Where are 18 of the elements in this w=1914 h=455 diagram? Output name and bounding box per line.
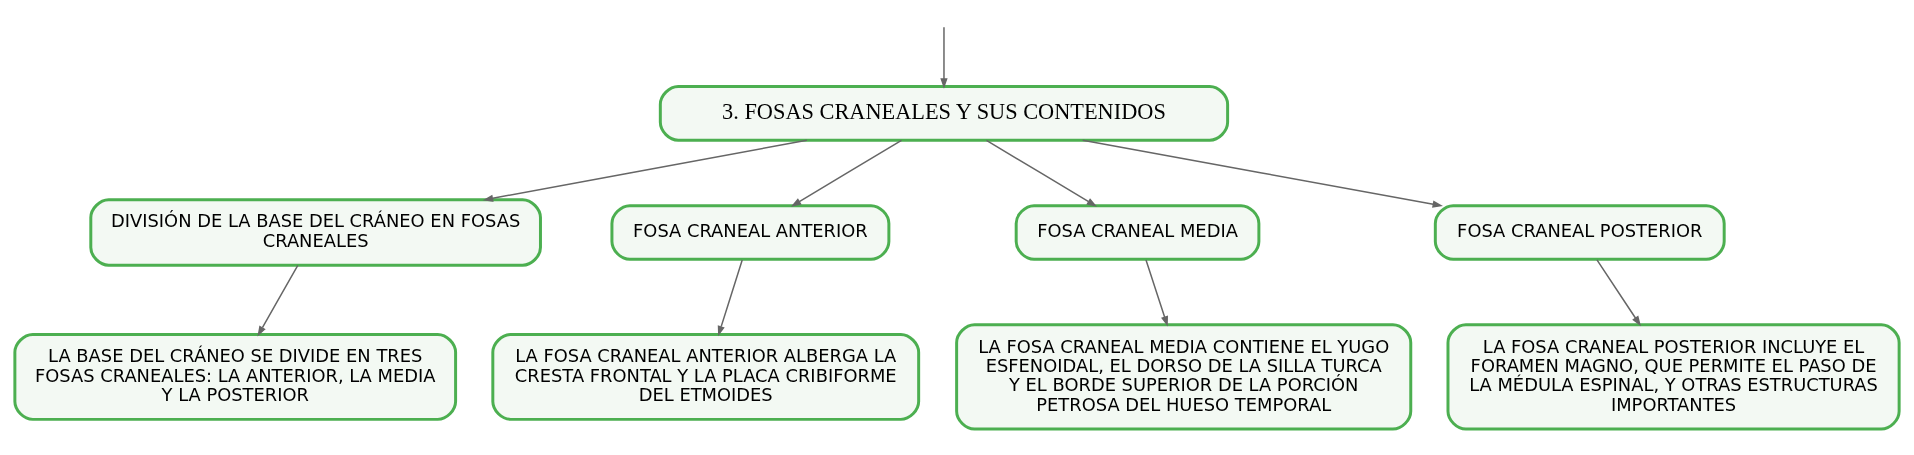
- node-box: FOSA CRANEAL POSTERIOR: [1433, 204, 1726, 261]
- node-box: DIVISIÓN DE LA BASE DEL CRÁNEO EN FOSAS CRANEALES: [89, 198, 542, 267]
- arrow: [1596, 259, 1641, 327]
- node-box: FOSA CRANEAL ANTERIOR: [610, 204, 891, 261]
- node-box: LA BASE DEL CRÁNEO SE DIVIDE EN TRES FOSAS CRANEALES: LA ANTERIOR, LA MEDIA Y LA POSTERIOR: [13, 333, 458, 421]
- arrow: [482, 139, 808, 202]
- arrow: [940, 26, 948, 89]
- node-box: LA FOSA CRANEAL POSTERIOR INCLUYE EL FORAMEN MAGNO, QUE PERMITE EL PASO DE LA MÉDULA ESPINAL, Y OTRAS ESTRUCTURAS IMPORTANTES: [1446, 323, 1901, 431]
- node-box: 3. FOSAS CRANEALES Y SUS CONTENIDOS: [658, 85, 1230, 142]
- arrow: [1145, 259, 1168, 327]
- arrow: [1081, 139, 1443, 208]
- node-box: FOSA CRANEAL MEDIA: [1014, 204, 1261, 261]
- arrow: [790, 139, 903, 207]
- arrow: [257, 264, 299, 337]
- node-box: LA FOSA CRANEAL MEDIA CONTIENE EL YUGO ESFENOIDAL, EL DORSO DE LA SILLA TURCA Y EL BORDE SUPERIOR DE LA PORCIÓN PETROSA DEL HUESO TEMPORAL: [955, 323, 1413, 431]
- node-box: LA FOSA CRANEAL ANTERIOR ALBERGA LA CRESTA FRONTAL Y LA PLACA CRIBIFORME DEL ETMOIDES: [491, 333, 921, 421]
- arrow: [717, 259, 743, 337]
- arrow: [985, 139, 1098, 207]
